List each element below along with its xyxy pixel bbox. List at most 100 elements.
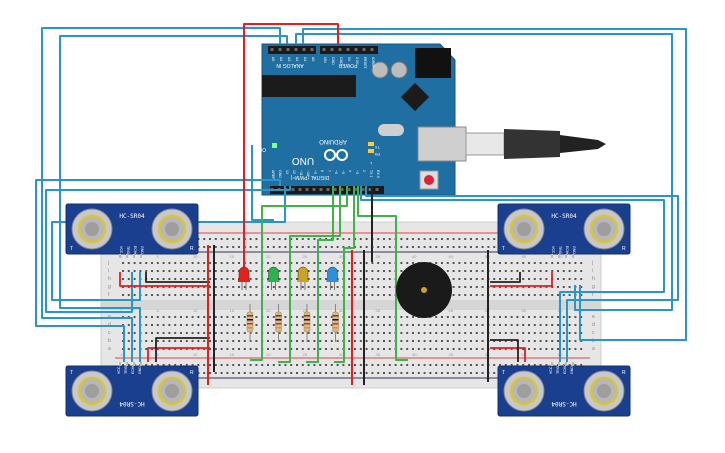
wire-blue-6[interactable] bbox=[360, 186, 665, 362]
power-pin-socket-4[interactable] bbox=[354, 48, 358, 51]
power-pin-socket-2[interactable] bbox=[338, 48, 342, 51]
sensor-pin-label-top-left-vcc: VCC bbox=[119, 246, 123, 254]
digital-pin-socket-4[interactable] bbox=[298, 188, 302, 191]
analog-pin-socket-0[interactable] bbox=[270, 48, 274, 51]
digital-pin-socket-13[interactable] bbox=[361, 188, 365, 191]
analog-pin-socket-2[interactable] bbox=[286, 48, 290, 51]
wire-red-sensor-tl[interactable] bbox=[119, 272, 210, 287]
digital-pin-socket-3[interactable] bbox=[291, 188, 295, 191]
wire-blue-4[interactable] bbox=[302, 28, 687, 341]
sensor-pin-top-left-vcc bbox=[119, 254, 121, 258]
analog-pin-label-0: A5 bbox=[271, 57, 275, 61]
wire-blue-8[interactable] bbox=[35, 179, 281, 362]
led-body-4 bbox=[327, 266, 338, 282]
led-2[interactable] bbox=[267, 266, 280, 290]
wire-red-sensor-br[interactable] bbox=[490, 347, 526, 362]
resistor-band-3-2 bbox=[304, 319, 310, 321]
resistor-3[interactable] bbox=[303, 304, 311, 342]
rx-label: RX bbox=[374, 152, 380, 157]
wire-black-sensor-tl[interactable] bbox=[145, 272, 210, 283]
power-pin-socket-6[interactable] bbox=[370, 48, 374, 51]
piezo-buzzer[interactable] bbox=[396, 262, 452, 318]
resistor-band-4-1 bbox=[332, 315, 339, 317]
wire-blue-7[interactable] bbox=[51, 186, 286, 301]
wire-green-led-4[interactable] bbox=[334, 186, 355, 363]
resistors bbox=[246, 304, 339, 342]
resistor-1[interactable] bbox=[246, 304, 254, 342]
wire-blue-3[interactable] bbox=[295, 33, 673, 311]
wire-red-sensor-tr[interactable] bbox=[490, 272, 553, 287]
wire-green-led-1[interactable] bbox=[250, 186, 348, 361]
arduino-uno-board[interactable]: ARDUINO UNO ANALOG IN POWER DIGITAL (PWM… bbox=[258, 43, 606, 196]
led-rim-4 bbox=[326, 280, 339, 282]
digital-pin-label-6: ~9 bbox=[313, 170, 317, 174]
resistor-4[interactable] bbox=[332, 304, 339, 342]
column-number-10-2: 10 bbox=[193, 352, 198, 357]
power-pin-socket-5[interactable] bbox=[362, 48, 366, 51]
analog-pin-socket-1[interactable] bbox=[278, 48, 282, 51]
led-3[interactable] bbox=[297, 266, 309, 290]
digital-pin-socket-11[interactable] bbox=[347, 188, 351, 191]
wire-black-sensor-tr[interactable] bbox=[490, 272, 521, 283]
digital-pin-socket-6[interactable] bbox=[312, 188, 316, 191]
wire-black-sensor-br[interactable] bbox=[490, 339, 519, 362]
wire-green-buzzer[interactable] bbox=[357, 186, 408, 361]
wire-blue-2[interactable] bbox=[59, 35, 288, 362]
resistor-band-2-3 bbox=[275, 323, 282, 325]
arduino-logo bbox=[324, 149, 348, 161]
sensor-pin-top-left-trig bbox=[126, 254, 128, 258]
resistor-2[interactable] bbox=[275, 304, 282, 342]
analog-pin-socket-3[interactable] bbox=[294, 48, 298, 51]
wire-red-5v[interactable] bbox=[243, 23, 339, 275]
crystal bbox=[378, 124, 404, 136]
digital-pin-label-7: 8 bbox=[320, 170, 324, 172]
digital-pin-label-12: ~3 bbox=[355, 170, 359, 174]
wire-blue-10[interactable] bbox=[251, 145, 274, 221]
power-pin-socket-0[interactable] bbox=[322, 48, 326, 51]
column-number-35-2: 35 bbox=[376, 352, 381, 357]
digital-pin-label-2: 13 bbox=[285, 170, 289, 174]
digital-pin-socket-5[interactable] bbox=[305, 188, 309, 191]
wire-green-led-2[interactable] bbox=[278, 186, 341, 363]
resistor-band-2-4 bbox=[275, 327, 282, 329]
usb-cable-plug bbox=[504, 129, 560, 159]
wire-blue-9[interactable] bbox=[45, 186, 291, 313]
sensor-pin-label-top-right-vcc: VCC bbox=[551, 246, 555, 254]
wire-green-led-3[interactable] bbox=[306, 186, 334, 363]
digital-pin-socket-9[interactable] bbox=[333, 188, 337, 191]
sensor-t-label-bottom-left: T bbox=[70, 370, 73, 376]
digital-pin-socket-8[interactable] bbox=[326, 188, 330, 191]
digital-pin-socket-15[interactable] bbox=[375, 188, 379, 191]
wire-black-sensor-bl[interactable] bbox=[155, 337, 210, 362]
power-pin-socket-1[interactable] bbox=[330, 48, 334, 51]
analog-pin-label-5: A0 bbox=[311, 57, 315, 61]
column-number-30-0: 30 bbox=[339, 254, 344, 259]
wire-red-sensor-bl[interactable] bbox=[147, 347, 210, 362]
usb-cable-wire bbox=[560, 135, 606, 153]
led-1[interactable] bbox=[238, 266, 250, 290]
digital-pin-socket-10[interactable] bbox=[340, 188, 344, 191]
digital-pin-socket-12[interactable] bbox=[354, 188, 358, 191]
power-pin-label-3: 5V bbox=[347, 57, 351, 62]
power-pin-label-6: IOREF bbox=[371, 57, 375, 68]
sensor-pin-top-left-gnd bbox=[140, 254, 142, 258]
analog-pin-socket-5[interactable] bbox=[310, 48, 314, 51]
sensor-pin-top-right-echo bbox=[565, 254, 567, 258]
analog-pin-socket-4[interactable] bbox=[302, 48, 306, 51]
resistor-band-3-3 bbox=[304, 323, 310, 325]
digital-pin-socket-7[interactable] bbox=[319, 188, 323, 191]
power-pin-socket-3[interactable] bbox=[346, 48, 350, 51]
digital-pin-socket-14[interactable] bbox=[368, 188, 372, 191]
wire-blue-1[interactable] bbox=[41, 27, 281, 362]
on-label: ON bbox=[258, 146, 266, 152]
sensor-r-label-bottom-left: R bbox=[190, 370, 194, 376]
led-4[interactable] bbox=[326, 266, 339, 290]
wire-blue-5[interactable] bbox=[365, 186, 679, 362]
